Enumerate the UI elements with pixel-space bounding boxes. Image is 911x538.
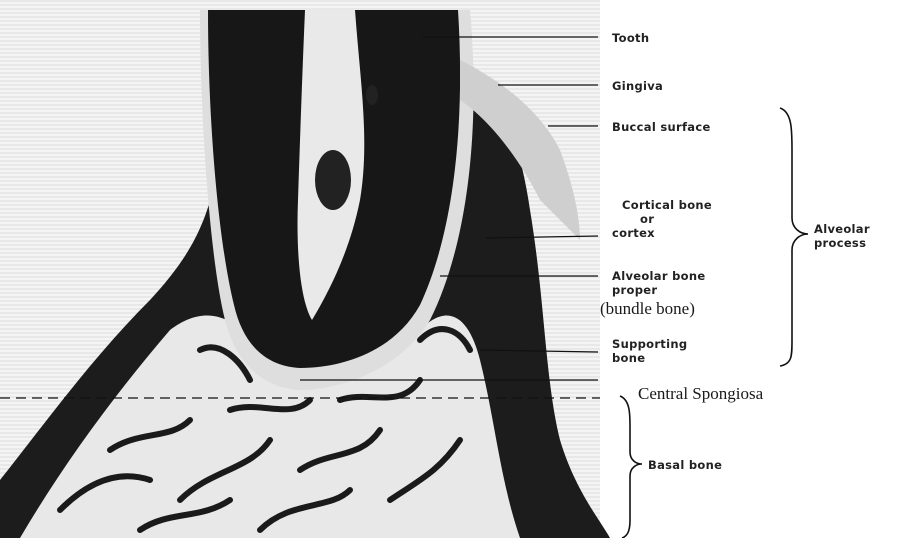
- alveolar-process-bracket: [780, 108, 808, 366]
- label-tooth: Tooth: [612, 31, 649, 45]
- label-cortical-line3: cortex: [612, 226, 722, 240]
- label-alveolar-process-line1: Alveolar: [814, 222, 870, 236]
- label-central-spongiosa: Central Spongiosa: [638, 385, 763, 403]
- label-gingiva: Gingiva: [612, 79, 663, 93]
- label-basal-bone: Basal bone: [648, 458, 722, 472]
- label-supporting-bone: Supporting bone: [612, 337, 687, 365]
- label-bundle-bone: (bundle bone): [600, 300, 695, 318]
- pulp-inclusion: [315, 150, 351, 210]
- label-supporting-line1: Supporting: [612, 337, 687, 351]
- label-alveolar-proper-line1: Alveolar bone: [612, 269, 705, 283]
- label-alveolar-bone-proper: Alveolar bone proper: [612, 269, 705, 297]
- pulp-inclusion: [366, 85, 378, 105]
- label-alveolar-process: Alveolar process: [814, 222, 870, 250]
- label-cortical-bone: Cortical bone or cortex: [612, 198, 722, 240]
- label-alveolar-proper-line2: proper: [612, 283, 705, 297]
- label-buccal-surface: Buccal surface: [612, 120, 711, 134]
- label-cortical-line2: or: [612, 212, 722, 226]
- label-alveolar-process-line2: process: [814, 236, 870, 250]
- label-cortical-line1: Cortical bone: [612, 198, 722, 212]
- label-supporting-line2: bone: [612, 351, 687, 365]
- basal-bone-bracket: [620, 396, 642, 538]
